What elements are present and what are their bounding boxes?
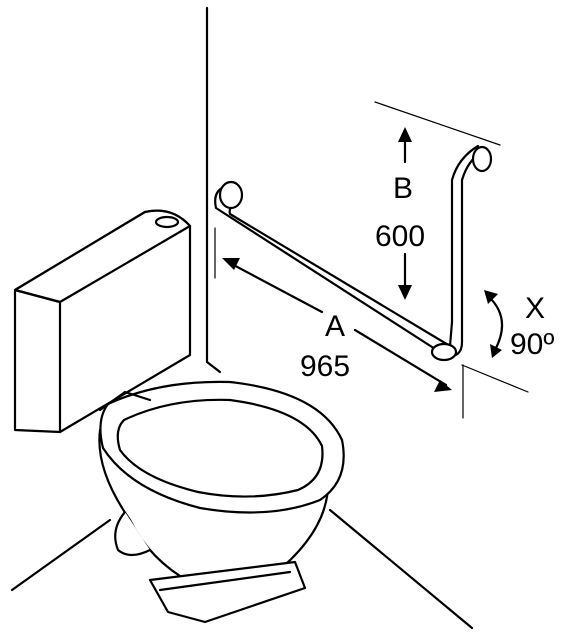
label-a-letter: A	[325, 310, 345, 343]
dimension-arrow-right	[434, 380, 452, 392]
label-b-letter: B	[393, 172, 413, 205]
label-x-value: 90º	[510, 328, 554, 361]
toilet-bowl	[98, 380, 345, 624]
l-shaped-grab-rail	[214, 144, 493, 362]
angle-x: X 90º	[484, 290, 554, 361]
dimension-b: B 600	[374, 101, 529, 393]
room-lines	[10, 6, 474, 630]
angle-arrow-bottom	[490, 344, 502, 358]
dimension-a: A 965	[214, 227, 464, 419]
dimension-arrow-up	[398, 127, 412, 142]
toilet-cistern	[13, 209, 192, 434]
label-x-letter: X	[525, 292, 545, 325]
label-a-value: 965	[300, 350, 350, 383]
angle-arrow-top	[484, 290, 498, 304]
label-b-value: 600	[375, 220, 425, 253]
dimension-arrow-left	[222, 258, 240, 270]
dimension-arrow-down	[398, 285, 412, 300]
